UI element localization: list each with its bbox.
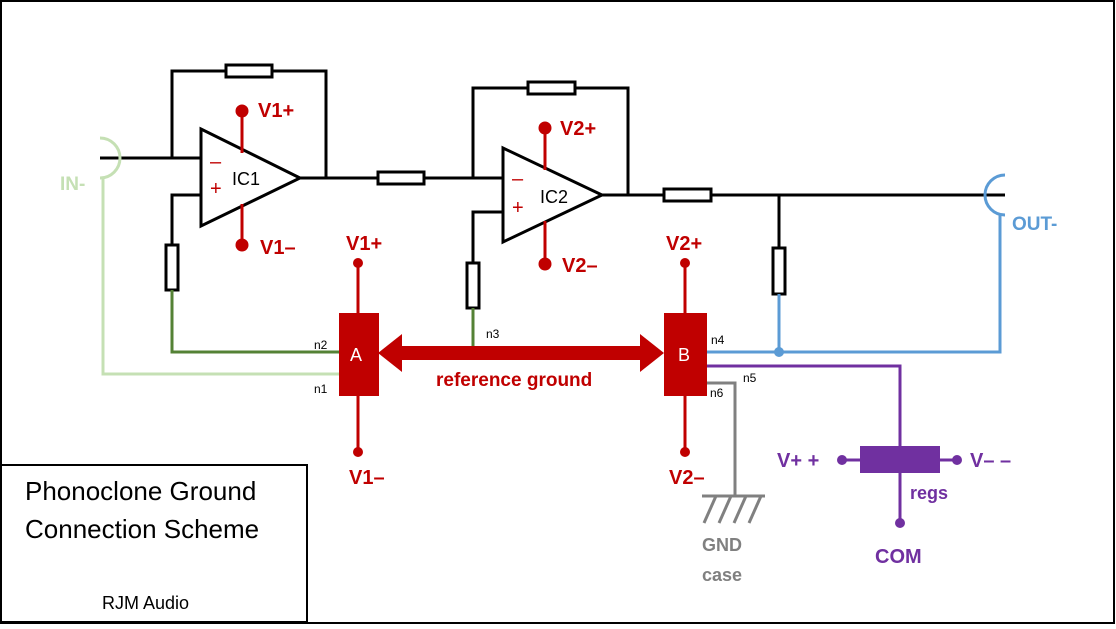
star-point-b: B bbox=[664, 258, 707, 457]
node-n6-label: n6 bbox=[710, 386, 724, 400]
chassis-label-line2: case bbox=[702, 565, 742, 585]
input-label: IN- bbox=[60, 174, 85, 195]
star-a-label: A bbox=[350, 345, 362, 365]
reference-ground-link bbox=[378, 334, 664, 372]
regulators-label: regs bbox=[910, 483, 948, 503]
ic1-supply-pos-label: V1+ bbox=[258, 100, 294, 122]
node-n1-label: n1 bbox=[314, 382, 328, 396]
resistors bbox=[164, 63, 787, 310]
title-line1: Phonoclone Ground bbox=[25, 476, 256, 506]
regulators-common-label: COM bbox=[875, 546, 922, 568]
star-b-supply-pos: V2+ bbox=[666, 233, 702, 255]
resistor-r2-coupling bbox=[376, 170, 426, 186]
ic1-label: IC1 bbox=[232, 169, 260, 189]
ic1-ground-return bbox=[170, 290, 475, 354]
star-a-supply-neg: V1– bbox=[349, 467, 385, 489]
title-block: Phonoclone Ground Connection Scheme RJM … bbox=[0, 464, 308, 623]
output-connector bbox=[707, 173, 1006, 354]
ic2-plus-sign: + bbox=[512, 197, 524, 219]
reference-ground-label: reference ground bbox=[436, 370, 592, 391]
ic1-minus-sign: – bbox=[210, 151, 222, 173]
resistor-r5-ic1-bias bbox=[164, 243, 180, 292]
opamp-ic2: IC2 – + bbox=[501, 145, 606, 245]
node-n3-label: n3 bbox=[486, 327, 500, 341]
title-author: RJM Audio bbox=[102, 593, 189, 613]
resistor-r1-feedback bbox=[224, 63, 274, 79]
resistor-r7-output-shunt bbox=[771, 246, 787, 296]
star-a-supply-pos: V1+ bbox=[346, 233, 382, 255]
node-n4-label: n4 bbox=[711, 333, 725, 347]
star-b-label: B bbox=[678, 345, 690, 365]
signal-wires bbox=[100, 69, 1005, 263]
ic2-supply-neg-label: V2– bbox=[562, 255, 598, 277]
title-line2: Connection Scheme bbox=[25, 514, 259, 544]
ic2-label: IC2 bbox=[540, 187, 568, 207]
resistor-r6-ic2-bias bbox=[465, 261, 481, 310]
star-b-supply-neg: V2– bbox=[669, 467, 705, 489]
output-junction-dot bbox=[774, 347, 784, 357]
regulators-pos-label: V+ + bbox=[777, 450, 819, 472]
ic1-supply-neg-label: V1– bbox=[260, 237, 296, 259]
node-n5-label: n5 bbox=[743, 371, 757, 385]
node-n2-label: n2 bbox=[314, 338, 328, 352]
input-connector bbox=[99, 136, 339, 376]
ic1-plus-sign: + bbox=[210, 178, 222, 200]
ic2-minus-sign: – bbox=[512, 168, 524, 190]
ic2-supply-pos-label: V2+ bbox=[560, 118, 596, 140]
opamp-ic1: IC1 – + bbox=[199, 126, 304, 229]
opamp-supplies bbox=[235, 104, 552, 271]
chassis-ground bbox=[702, 381, 765, 524]
chassis-label-line1: GND bbox=[702, 535, 742, 555]
regulators bbox=[707, 364, 962, 528]
output-label: OUT- bbox=[1012, 214, 1057, 235]
regulators-neg-label: V– – bbox=[970, 450, 1011, 472]
resistor-r3-feedback bbox=[526, 80, 577, 96]
star-point-a: A bbox=[339, 258, 379, 457]
resistor-r4-output bbox=[662, 187, 713, 203]
